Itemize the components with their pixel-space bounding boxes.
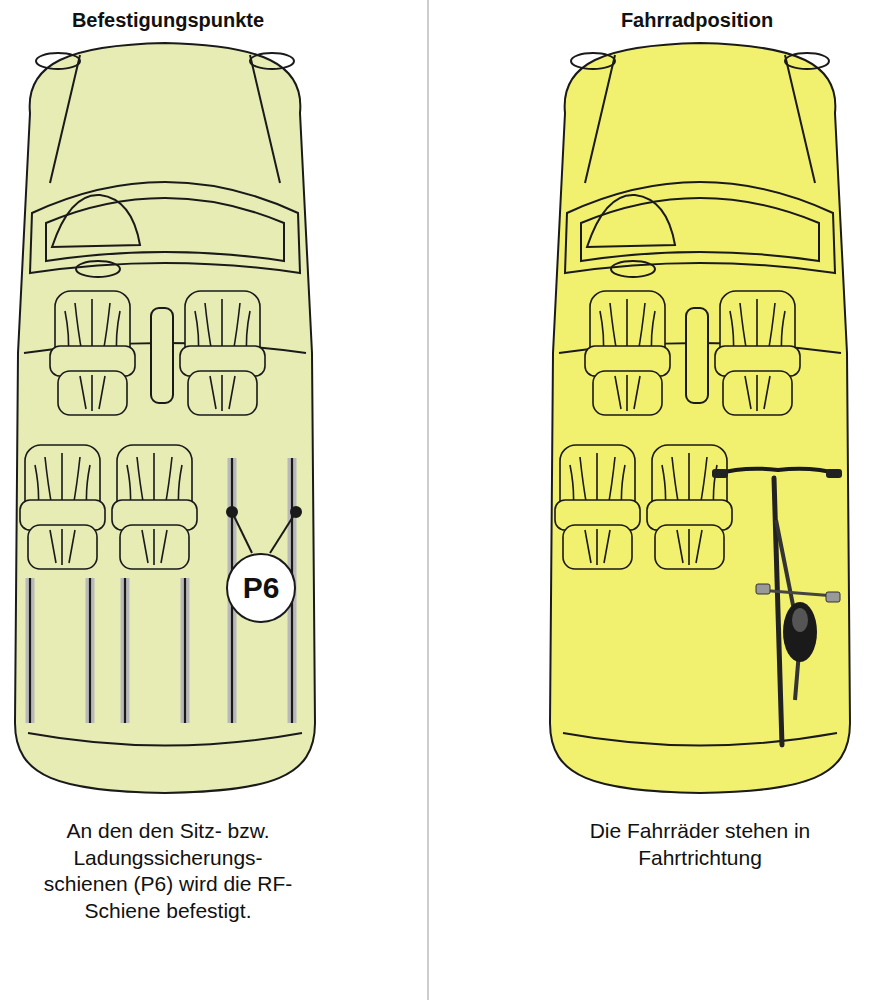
callout-circle: P6 — [225, 552, 297, 624]
bicycle — [712, 469, 842, 745]
car-outline — [15, 43, 315, 793]
panel-heading: Befestigungspunkte — [18, 8, 318, 32]
leader-lines — [227, 507, 301, 553]
panel-heading: Fahrradposition — [547, 8, 847, 32]
caption-text: Die Fahrräder stehen in Fahrtrichtung — [568, 818, 833, 871]
caption-text: An den den Sitz- bzw. Ladungssicherungs-… — [43, 818, 293, 925]
divider — [427, 0, 429, 1000]
car-outline — [550, 43, 850, 793]
callout-number: P6 — [225, 552, 297, 624]
